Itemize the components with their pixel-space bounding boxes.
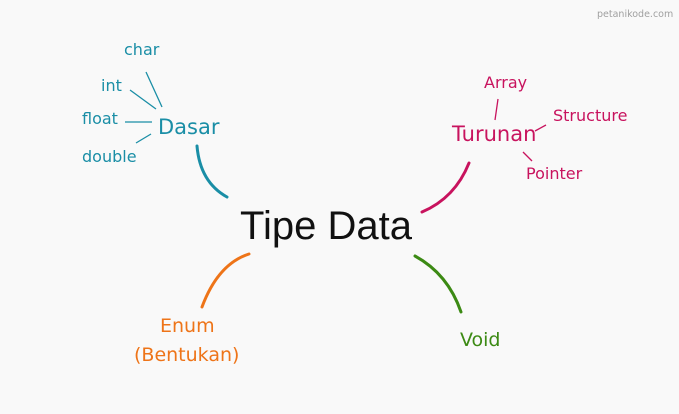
turunan-child-array: Array bbox=[484, 73, 528, 92]
connector-turunan bbox=[420, 161, 471, 214]
connector-int bbox=[129, 89, 157, 110]
connector-array bbox=[494, 98, 499, 121]
connector-pointer bbox=[522, 151, 533, 162]
connector-void bbox=[413, 254, 463, 314]
connector-dasar bbox=[195, 144, 229, 199]
turunan-child-pointer: Pointer bbox=[526, 164, 583, 183]
turunan-child-structure: Structure bbox=[553, 106, 628, 125]
enum-node-sublabel: (Bentukan) bbox=[134, 344, 240, 366]
connector-double bbox=[135, 133, 152, 144]
connector-structure bbox=[534, 124, 547, 132]
center-node-label: Tipe Data bbox=[240, 204, 412, 248]
dasar-child-char: char bbox=[124, 40, 160, 59]
enum-node-label: Enum bbox=[160, 315, 215, 337]
connector-char bbox=[145, 71, 163, 108]
watermark: petanikode.com bbox=[597, 9, 674, 20]
dasar-node-label: Dasar bbox=[158, 115, 220, 139]
dasar-child-float: float bbox=[82, 109, 118, 128]
connector-enum bbox=[200, 252, 251, 309]
dasar-child-int: int bbox=[101, 76, 122, 95]
turunan-node-label: Turunan bbox=[452, 122, 537, 146]
dasar-child-double: double bbox=[82, 147, 137, 166]
void-node-label: Void bbox=[460, 329, 501, 351]
